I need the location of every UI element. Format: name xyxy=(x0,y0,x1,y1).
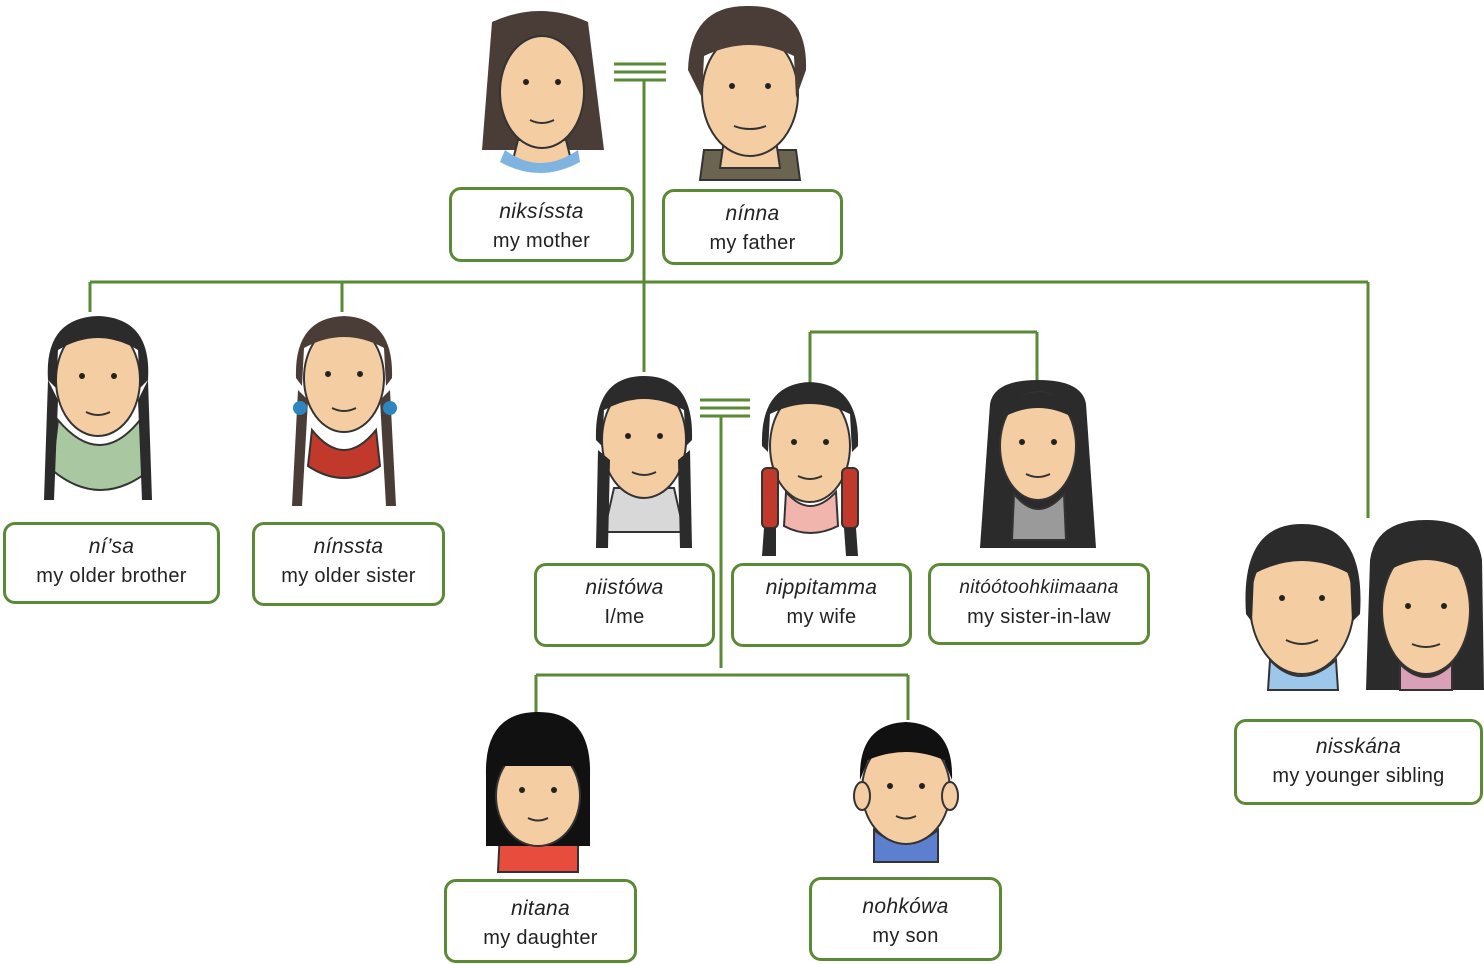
father-portrait xyxy=(688,5,807,181)
wife-term: nippitamma xyxy=(765,576,878,599)
son-portrait xyxy=(853,722,959,863)
older-brother-gloss: my older brother xyxy=(36,565,187,587)
younger-sibling-card: nisskána my younger sibling xyxy=(1234,719,1483,805)
older-brother-portrait xyxy=(44,316,152,500)
son-card: nohkówa my son xyxy=(809,877,1002,961)
wife-portrait xyxy=(761,382,859,556)
older-sister-gloss: my older sister xyxy=(281,565,416,587)
son-gloss: my son xyxy=(872,925,939,947)
sister-in-law-portrait xyxy=(980,380,1096,548)
father-card: nínna my father xyxy=(662,189,843,265)
self-portrait xyxy=(595,376,693,548)
self-gloss: I/me xyxy=(604,606,645,628)
younger-sibling-term: nisskána xyxy=(1315,735,1402,758)
son-term: nohkówa xyxy=(862,895,949,918)
older-brother-card: ní’sa my older brother xyxy=(3,522,220,604)
wife-card: nippitamma my wife xyxy=(731,563,912,647)
mother-portrait xyxy=(482,11,604,173)
daughter-card: nitana my daughter xyxy=(444,879,637,963)
older-sister-card: nínssta my older sister xyxy=(252,522,445,606)
sister-in-law-card: nitóótoohkiimaana my sister-in-law xyxy=(928,563,1150,645)
wife-gloss: my wife xyxy=(786,606,857,628)
daughter-gloss: my daughter xyxy=(483,927,598,949)
father-gloss: my father xyxy=(709,232,796,254)
older-sister-portrait xyxy=(292,316,397,506)
self-term: niistówa xyxy=(585,576,664,599)
mother-card: niksíssta my mother xyxy=(449,187,634,262)
older-sister-term: nínssta xyxy=(313,535,384,558)
sister-in-law-gloss: my sister-in-law xyxy=(967,606,1111,628)
younger-sibling-gloss: my younger sibling xyxy=(1272,765,1445,787)
younger-sibling-portrait xyxy=(1245,520,1484,691)
father-term: nínna xyxy=(725,202,780,225)
daughter-term: nitana xyxy=(510,897,571,920)
mother-gloss: my mother xyxy=(492,230,591,252)
mother-term: niksíssta xyxy=(499,200,584,223)
sister-in-law-term: nitóótoohkiimaana xyxy=(959,577,1119,598)
older-brother-term: ní’sa xyxy=(88,535,135,558)
daughter-portrait xyxy=(485,712,591,873)
self-card: niistówa I/me xyxy=(534,563,715,647)
